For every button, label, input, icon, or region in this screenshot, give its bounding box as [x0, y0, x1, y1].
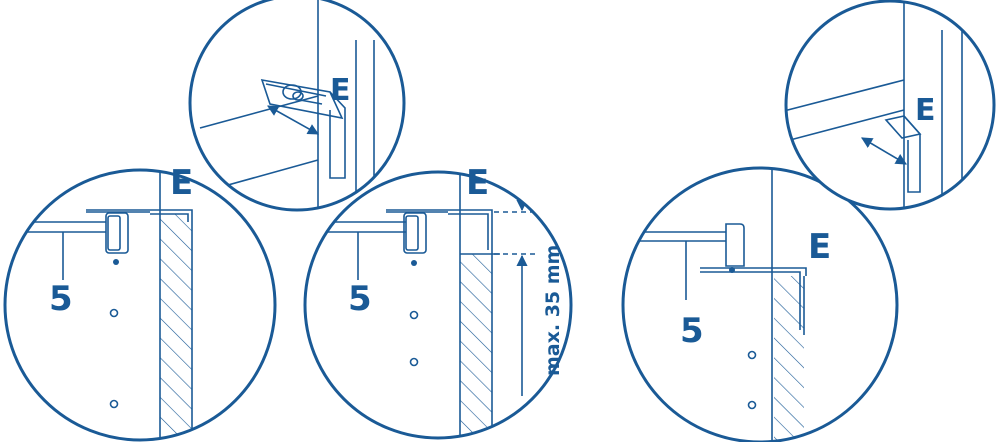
wall-hatch [774, 276, 804, 442]
detail-circle-1: E 5 [3, 163, 277, 442]
label-5: 5 [49, 279, 73, 319]
label-e: E [808, 227, 831, 267]
detail-circle-3: E 5 max. 35 mm [303, 163, 573, 440]
detail-circle-4: E 5 [621, 166, 899, 442]
wall-hatch [460, 254, 492, 438]
label-5: 5 [348, 279, 372, 319]
detail-circle-outline [621, 166, 899, 442]
label-e: E [915, 93, 936, 128]
detail-circle-outline [303, 170, 573, 440]
label-e: E [466, 163, 489, 203]
detail-circle-outline [3, 168, 277, 442]
detail-circle-outline [188, 0, 406, 212]
dimension-label: max. 35 mm [542, 245, 564, 376]
label-e: E [170, 163, 193, 203]
detail-circle-outline [784, 0, 996, 211]
arrow-double-icon [267, 105, 319, 135]
label-5: 5 [680, 311, 704, 351]
label-e: E [330, 73, 351, 108]
arrow-double-icon [861, 137, 907, 165]
detail-circle-5: E [784, 0, 996, 211]
detail-circle-2: E [188, 0, 406, 212]
wall-hatch [160, 214, 192, 440]
